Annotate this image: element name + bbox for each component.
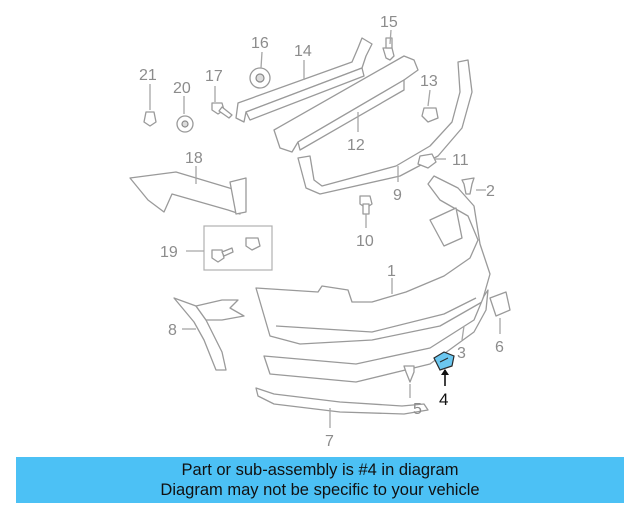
callout-18: 18 [185,150,203,167]
callout-9: 9 [393,187,402,204]
part-1-bumper-cover [255,175,491,345]
callout-17: 17 [205,68,223,85]
callout-5: 5 [413,401,422,418]
part-12-absorber [273,55,419,153]
part-8-bracket [173,297,245,371]
part-17-bolt [211,102,233,119]
callout-20: 20 [173,80,191,97]
callout-14: 14 [294,43,312,60]
callout-8: 8 [168,322,177,339]
banner-line-disclaimer: Diagram may not be specific to your vehi… [160,481,480,499]
callout-16: 16 [251,35,269,52]
part-13-nut [421,107,439,123]
part-5-clip [403,365,415,383]
part-11-nut [417,153,437,169]
callout-3: 3 [457,345,466,362]
callout-4: 4 [439,390,448,409]
callout-13: 13 [420,73,438,90]
callout-19: 19 [160,244,178,261]
callout-15: 15 [380,14,398,31]
callout-labels: 1 2 3 4 5 6 7 8 9 10 11 12 13 14 15 16 1… [139,14,504,450]
part-3-valance [263,289,489,383]
parts-diagram: 1 2 3 4 5 6 7 8 9 10 11 12 13 14 15 16 1… [129,14,511,450]
part-6-cap [489,291,511,317]
part-18-bracket [129,171,247,215]
callout-21: 21 [139,67,157,84]
callout-12: 12 [347,137,365,154]
part-20-grommet [176,115,194,133]
part-21-clip [143,111,157,127]
callout-6: 6 [495,339,504,356]
part-19-bolts [203,225,273,271]
banner-line-part-number: Part or sub-assembly is #4 in diagram [181,461,459,479]
part-2-clip [461,177,475,195]
part-16-grommet [249,67,271,89]
callout-10: 10 [356,233,374,250]
info-banner: Part or sub-assembly is #4 in diagram Di… [16,457,624,503]
part-4-sensor-highlighted [433,351,455,371]
callout-1: 1 [387,263,396,280]
callout-2: 2 [486,183,495,200]
part-7-trim [255,387,429,415]
part-10-bolt [359,195,373,215]
callout-7: 7 [325,433,334,450]
leader-lines [149,29,501,428]
part-15-bolt [382,37,395,61]
callout-11: 11 [452,152,469,169]
